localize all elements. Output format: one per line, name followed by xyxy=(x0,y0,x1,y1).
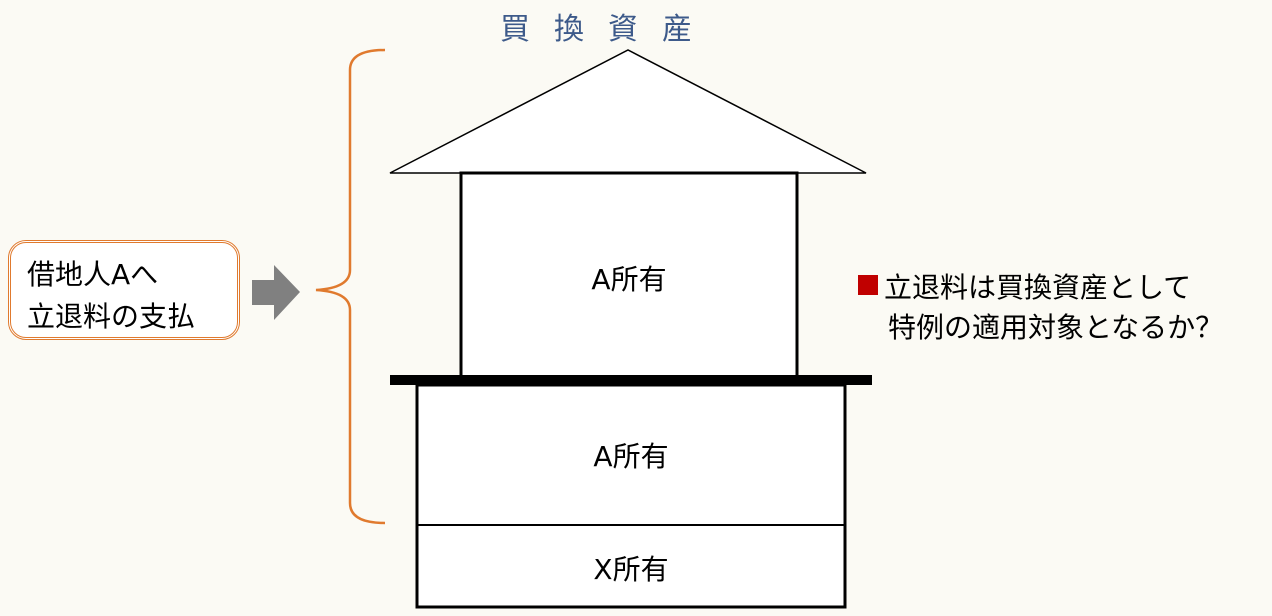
roof xyxy=(389,49,867,174)
land-label: X所有 xyxy=(593,553,669,586)
callout-box: 借地人Aへ 立退料の支払 xyxy=(8,240,240,340)
callout-line-2: 立退料の支払 xyxy=(27,300,196,333)
question-text: 立退料は買換資産として 特例の適用対象となるか？ xyxy=(858,268,1223,348)
question-line-1: 立退料は買換資産として xyxy=(884,271,1192,304)
lower-floor xyxy=(415,383,847,609)
middle-floor-label: A所有 xyxy=(593,440,669,473)
floor-divider-bar xyxy=(390,375,872,385)
upper-floor xyxy=(459,171,799,379)
brace xyxy=(315,48,386,525)
upper-floor-label: A所有 xyxy=(591,263,667,296)
arrow-icon xyxy=(252,265,300,320)
callout-line-1: 借地人Aへ xyxy=(27,258,159,291)
bullet-square-icon xyxy=(858,275,878,295)
diagram-title: 買換資産 xyxy=(500,12,716,47)
question-line-2: 特例の適用対象となるか？ xyxy=(888,311,1224,344)
